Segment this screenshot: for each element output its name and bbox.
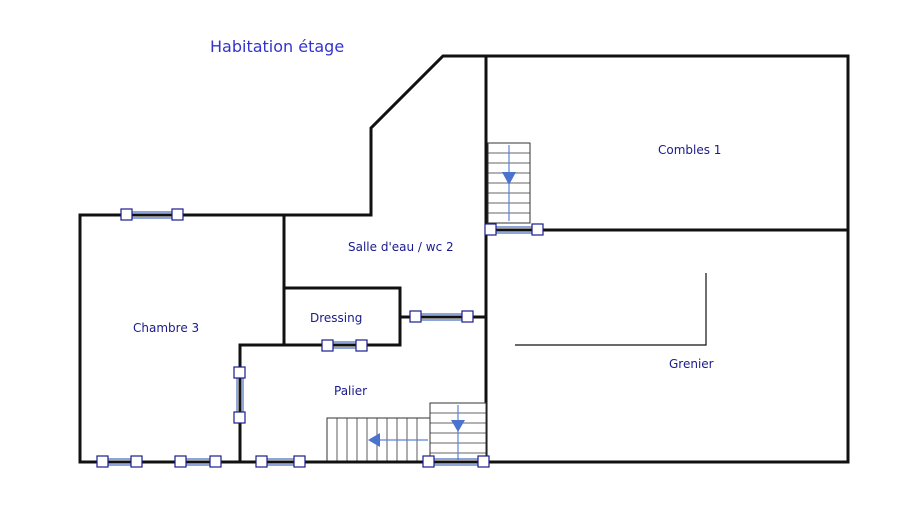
room-label-combles: Combles 1 [658, 143, 721, 157]
window-icon [409, 310, 474, 323]
arrow-down-icon [451, 420, 465, 432]
window-icon [233, 366, 246, 424]
window-icon [321, 339, 368, 352]
stair-palier-vertical [429, 402, 487, 463]
window-icon [422, 455, 490, 468]
window-icon [96, 455, 143, 468]
arrow-left-icon [368, 433, 380, 447]
outer-wall [78, 54, 850, 464]
walls [78, 54, 850, 464]
stair-palier-horizontal [326, 417, 431, 463]
dressing-wall [282, 286, 402, 347]
arrow-down-icon [502, 172, 516, 185]
window-icon [255, 455, 306, 468]
window-icon [484, 223, 544, 236]
room-label-grenier: Grenier [669, 357, 714, 371]
grenier-partition [515, 273, 707, 346]
room-label-salle-eau: Salle d'eau / wc 2 [348, 240, 454, 254]
plan-title: Habitation étage [210, 37, 344, 56]
stair-combles [487, 142, 531, 224]
room-label-dressing: Dressing [310, 311, 362, 325]
windows [96, 208, 544, 468]
room-label-palier: Palier [334, 384, 367, 398]
room-label-chambre: Chambre 3 [133, 321, 199, 335]
window-icon [120, 208, 184, 221]
window-icon [174, 455, 222, 468]
